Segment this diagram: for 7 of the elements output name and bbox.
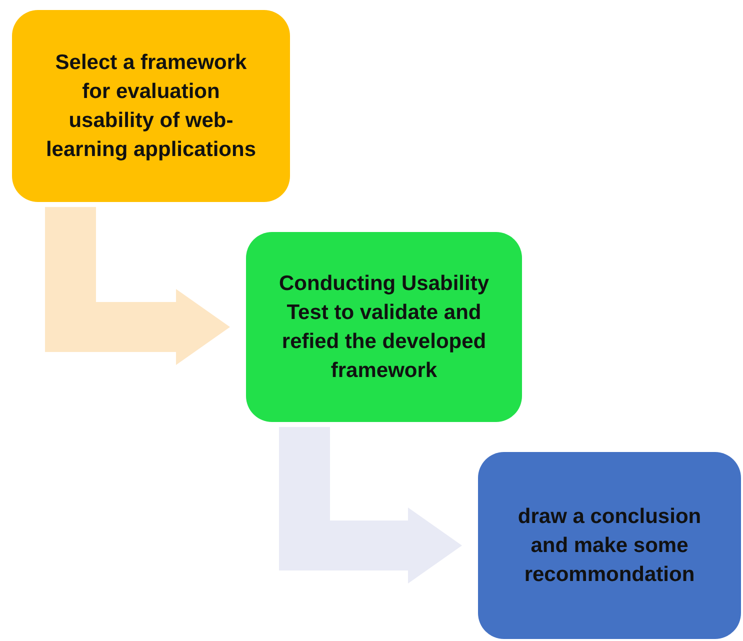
process-box — [478, 452, 741, 639]
process-box — [12, 10, 290, 202]
bent-arrow — [45, 207, 230, 365]
step-text: Select a framework for evaluation usability of web-learning applications — [44, 50, 258, 163]
step-text: Conducting Usability Test to validate and refied the developed framework — [278, 271, 490, 384]
step-text: draw a conclusion and make some recommondation — [516, 504, 702, 588]
process-box — [246, 232, 522, 422]
